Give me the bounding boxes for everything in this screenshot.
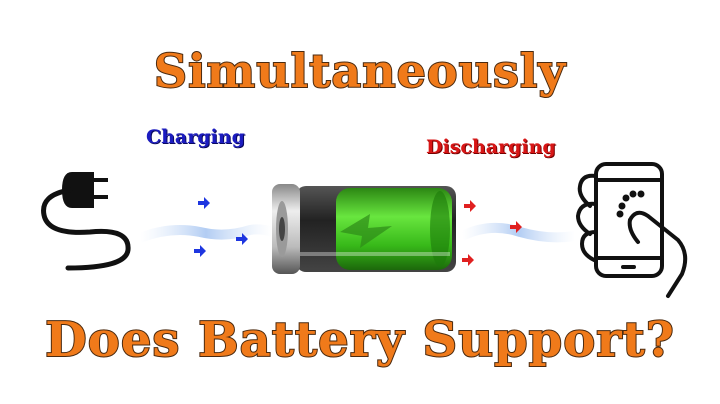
plug-icon [41,172,131,271]
headline-top: Simultaneously [153,43,567,99]
discharging-arrows [462,200,522,266]
battery-icon [272,184,456,274]
phone-in-hand-icon [576,162,688,298]
charging-label: Charging [146,126,245,148]
charging-arrows [194,197,248,257]
discharging-label: Discharging [426,136,556,158]
headline-bottom: Does Battery Support? [44,311,675,369]
